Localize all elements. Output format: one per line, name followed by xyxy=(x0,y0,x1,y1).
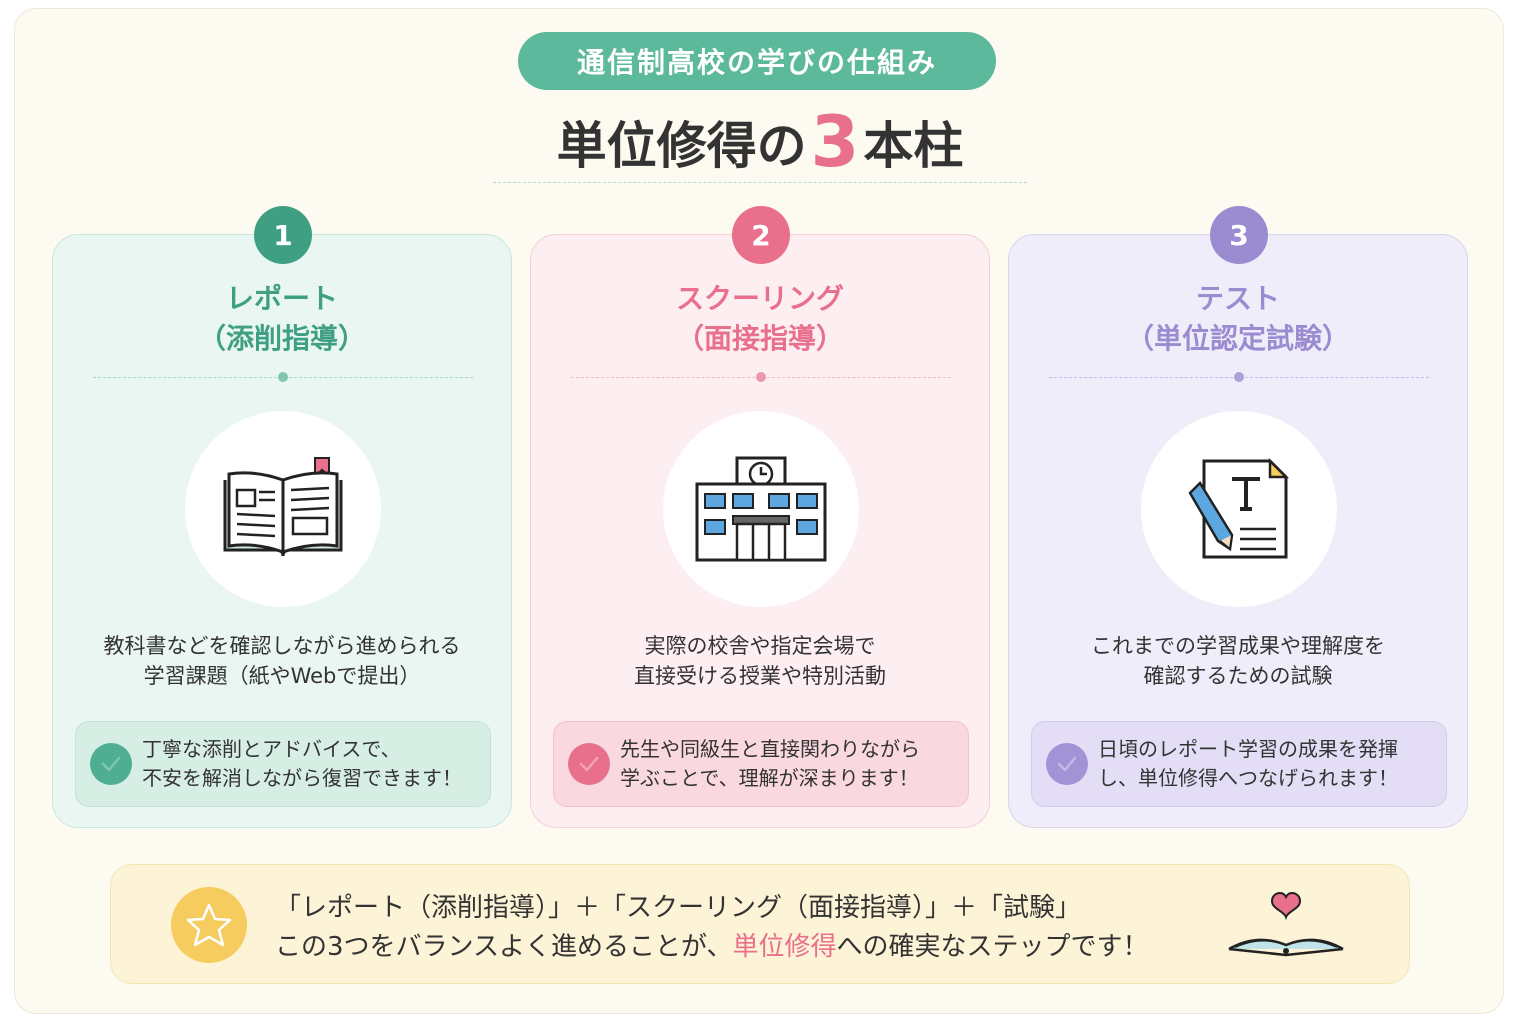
summary-highlight: 単位修得 xyxy=(732,932,837,962)
note-text: 日頃のレポート学習の成果を発揮 し、単位修得へつなげられます！ xyxy=(1098,735,1398,793)
card-title-main: スクーリング xyxy=(675,282,844,315)
desc-line: これまでの学習成果や理解度を xyxy=(1091,634,1385,658)
summary-line-2: この3つをバランスよく進めることが、単位修得への確実なステップです！ xyxy=(275,928,1149,967)
check-icon xyxy=(90,743,132,785)
desc-line: 確認するための試験 xyxy=(1143,664,1333,688)
card-number-badge: 3 xyxy=(1210,206,1268,264)
note-line: 丁寧な添削とアドバイスで、 xyxy=(142,737,401,761)
divider-dot xyxy=(1234,372,1244,382)
card-note: 日頃のレポート学習の成果を発揮 し、単位修得へつなげられます！ xyxy=(1031,721,1447,807)
card-title: テスト （単位認定試験） xyxy=(1009,279,1467,359)
title-before: 単位修得の xyxy=(556,117,807,175)
divider-dot xyxy=(278,372,288,382)
card-schooling: 2 スクーリング （面接指導） 実際の校舎や指定会場で 直接受ける授業や特別活動 xyxy=(530,206,990,828)
card-title-main: レポート xyxy=(225,282,338,315)
check-icon xyxy=(1046,743,1088,785)
card-title-main: テスト xyxy=(1195,282,1280,315)
card-title: スクーリング （面接指導） xyxy=(531,279,989,359)
desc-line: 教科書などを確認しながら進められる xyxy=(103,634,461,658)
card-title-sub: （単位認定試験） xyxy=(1125,322,1350,355)
summary-line-1: 「レポート（添削指導）」＋「スクーリング（面接指導）」＋「試験」 xyxy=(275,893,1082,923)
card-description: 実際の校舎や指定会場で 直接受ける授業や特別活動 xyxy=(531,631,989,691)
note-line: し、単位修得へつなげられます！ xyxy=(1098,766,1398,790)
summary-text-part: この3つをバランスよく進めることが、 xyxy=(275,932,733,962)
note-line: 学ぶことで、理解が深まります！ xyxy=(620,766,919,790)
card-test: 3 テスト （単位認定試験） これまでの学習成果や理解度を 確認するための試験 … xyxy=(1008,206,1468,828)
summary-box: 「レポート（添削指導）」＋「スクーリング（面接指導）」＋「試験」 この3つをバラ… xyxy=(110,864,1410,984)
icon-circle xyxy=(185,411,381,607)
icon-circle xyxy=(1141,411,1337,607)
card-title-sub: （面接指導） xyxy=(675,322,844,355)
card-note: 先生や同級生と直接関わりながら 学ぶことで、理解が深まります！ xyxy=(553,721,969,807)
title-number: 3 xyxy=(810,101,860,183)
title-divider xyxy=(493,182,1027,183)
desc-line: 実際の校舎や指定会場で xyxy=(644,634,876,658)
card-title-sub: （添削指導） xyxy=(197,322,366,355)
note-line: 先生や同級生と直接関わりながら xyxy=(620,737,920,761)
card-number-badge: 2 xyxy=(732,206,790,264)
open-book-icon xyxy=(223,457,343,557)
divider-dot xyxy=(756,372,766,382)
note-text: 先生や同級生と直接関わりながら 学ぶことで、理解が深まります！ xyxy=(620,735,920,793)
desc-line: 直接受ける授業や特別活動 xyxy=(634,664,886,688)
card-report: 1 レポート （添削指導） 教科書などを確認しながら進められる 学習課題（紙やW… xyxy=(52,206,512,828)
note-text: 丁寧な添削とアドバイスで、 不安を解消しながら復習できます！ xyxy=(142,735,462,793)
note-line: 日頃のレポート学習の成果を発揮 xyxy=(1098,737,1398,761)
check-icon xyxy=(568,743,610,785)
desc-line: 学習課題（紙やWebで提出） xyxy=(143,664,421,688)
summary-text-part: への確実なステップです！ xyxy=(836,932,1149,962)
card-description: これまでの学習成果や理解度を 確認するための試験 xyxy=(1009,631,1467,691)
header-pill: 通信制高校の学びの仕組み xyxy=(518,32,996,90)
card-description: 教科書などを確認しながら進められる 学習課題（紙やWebで提出） xyxy=(53,631,511,691)
book-heart-icon xyxy=(1225,891,1347,965)
card-note: 丁寧な添削とアドバイスで、 不安を解消しながら復習できます！ xyxy=(75,721,491,807)
title-after: 本柱 xyxy=(863,117,964,175)
icon-circle xyxy=(663,411,859,607)
test-paper-pencil-icon xyxy=(1188,457,1290,559)
school-building-icon xyxy=(695,456,827,562)
card-number-badge: 1 xyxy=(254,206,312,264)
note-line: 不安を解消しながら復習できます！ xyxy=(142,766,462,790)
summary-text: 「レポート（添削指導）」＋「スクーリング（面接指導）」＋「試験」 この3つをバラ… xyxy=(275,889,1149,967)
card-title: レポート （添削指導） xyxy=(53,279,511,359)
star-icon xyxy=(171,887,247,963)
